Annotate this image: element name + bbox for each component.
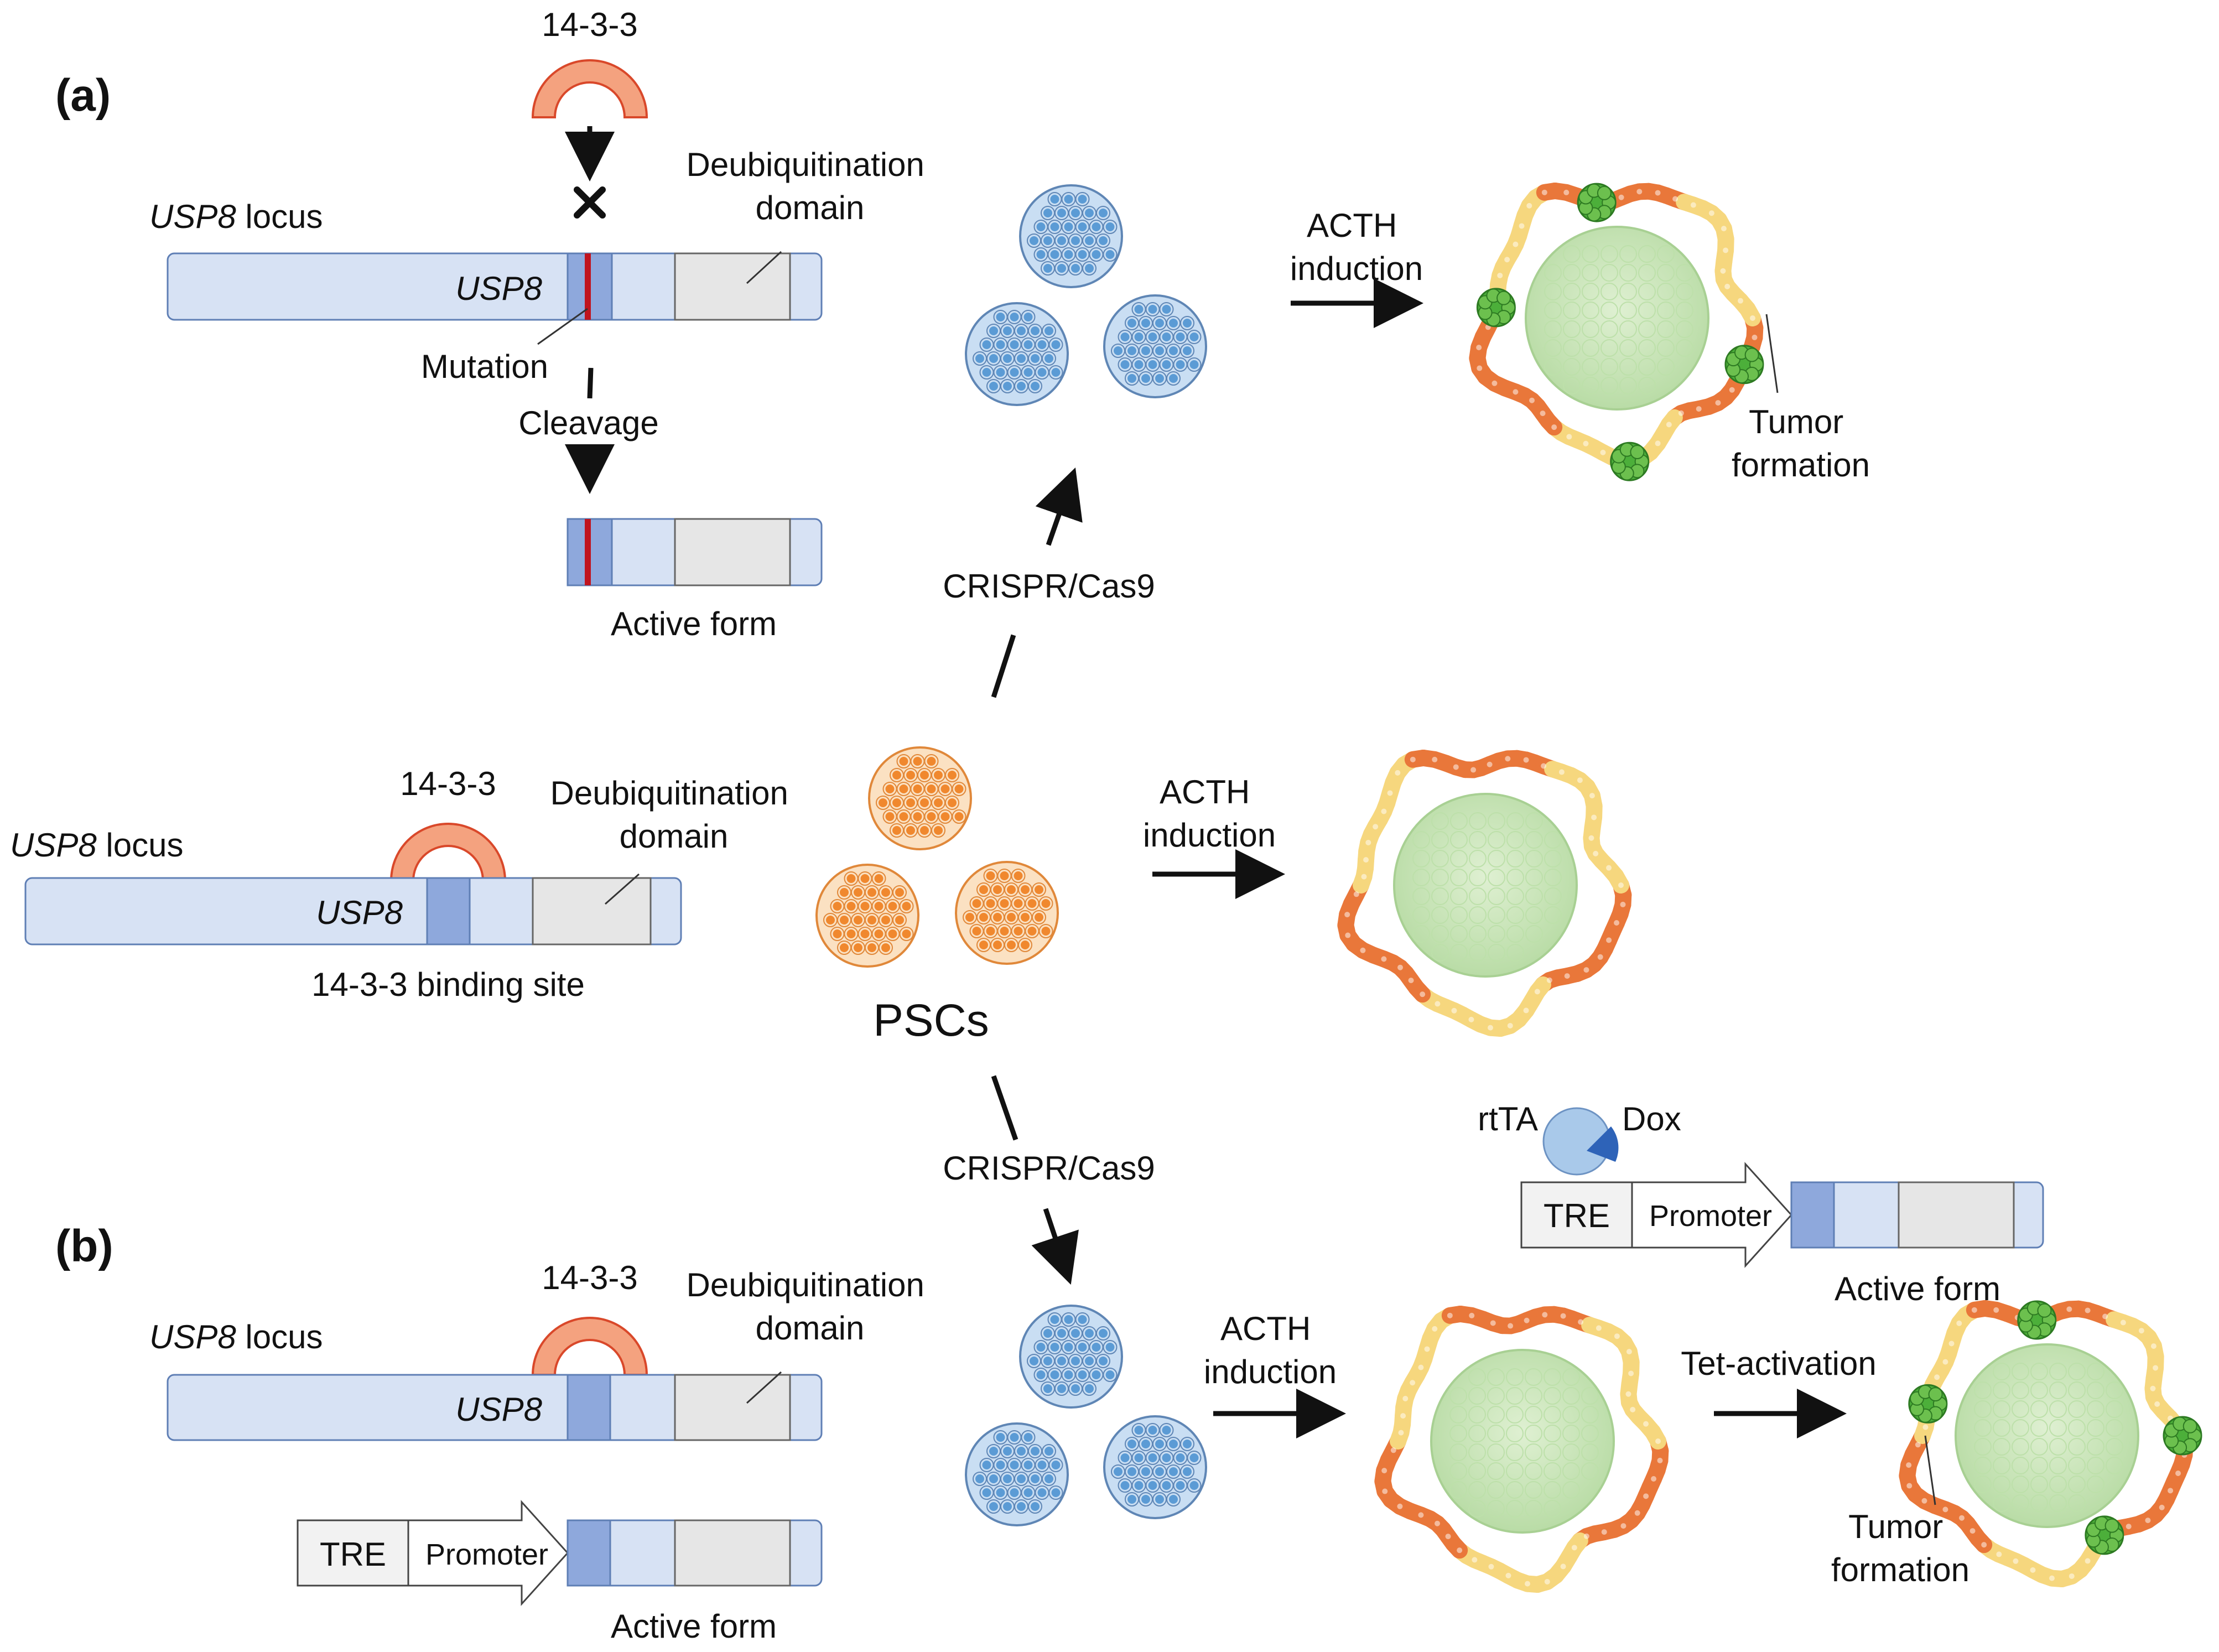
tumor-label-a: Tumor formation [1732, 403, 1870, 484]
cell-cluster [1020, 185, 1122, 287]
organoid-tumor-a [1476, 184, 1763, 480]
deubiquitination-domain-b [675, 1375, 790, 1440]
usp8-locus-label-b: USP8 locus [149, 1318, 323, 1355]
cell-cluster [1104, 1416, 1206, 1518]
tumor-mass [1578, 184, 1615, 221]
tumor-mass [1726, 346, 1763, 383]
tumor-mass [1909, 1385, 1947, 1422]
tre-label-right: TRE [1544, 1197, 1610, 1234]
gene-label-middle: USP8 [316, 894, 403, 931]
crispr-label-b: CRISPR/Cas9 [943, 1150, 1155, 1187]
pscs-label: PSCs [873, 995, 989, 1046]
organoid-normal-b [1381, 1312, 1662, 1586]
cell-cluster [1020, 1306, 1122, 1407]
promoter-label-right: Promoter [1649, 1199, 1772, 1233]
protein-label-b: 14-3-3 [542, 1259, 637, 1296]
cell-cluster [956, 862, 1058, 964]
mutation-label: Mutation [421, 348, 548, 385]
protein-label-middle: 14-3-3 [400, 765, 496, 802]
domain-label-a: Deubiquitination domain [687, 146, 934, 226]
tumor-mass [2164, 1417, 2201, 1454]
tumor-mass [2086, 1516, 2123, 1554]
organoid-normal [1344, 756, 1625, 1030]
cleavage-arrow-top [590, 368, 591, 398]
crispr-arrow-a-bottom [994, 635, 1014, 697]
tumor-mass [2018, 1301, 2056, 1339]
tumor-pointer-a [1766, 314, 1778, 393]
psc-clusters [817, 747, 1058, 967]
protein-label-a: 14-3-3 [542, 6, 637, 43]
edited-cell-clusters-b [966, 1306, 1206, 1525]
tre-label-b: TRE [320, 1536, 386, 1573]
active-form-label-a: Active form [611, 605, 777, 642]
usp8-locus-label-middle: USP8 locus [10, 827, 184, 864]
block-x-icon [577, 190, 602, 215]
protein-14-3-3-b [533, 1318, 647, 1375]
crispr-arrow-a-top [1048, 477, 1072, 545]
deubiquitination-domain-middle [533, 878, 651, 944]
binding-site-middle [427, 878, 470, 944]
rtta-label: rtTA [1478, 1100, 1538, 1137]
tumor-mass [1611, 443, 1649, 480]
active-form-bar-a [568, 519, 822, 585]
active-form-label-right: Active form [1835, 1270, 2000, 1307]
usp8-locus-label-a: USP8 locus [149, 198, 323, 235]
gene-label-b: USP8 [455, 1391, 542, 1428]
cell-cluster [1104, 295, 1206, 397]
acth-label-middle: ACTH induction [1143, 773, 1276, 854]
cell-cluster [869, 747, 971, 849]
cleavage-label: Cleavage [518, 404, 659, 441]
binding-site-b [568, 1375, 610, 1440]
tet-activation-label: Tet-activation [1681, 1345, 1877, 1382]
dox-label: Dox [1622, 1100, 1681, 1137]
active-form-label-b: Active form [611, 1608, 777, 1645]
panel-a-label: (a) [55, 70, 111, 121]
tumor-label-b: Tumor formation [1831, 1508, 1969, 1588]
gene-label-a: USP8 [455, 270, 542, 307]
crispr-arrow-b-top [994, 1076, 1016, 1140]
cell-cluster [817, 865, 918, 967]
panel-b-label: (b) [55, 1221, 113, 1271]
tumor-mass [1477, 289, 1515, 326]
acth-label-b: ACTH induction [1204, 1310, 1337, 1390]
edited-cell-clusters-a [966, 185, 1206, 405]
cell-cluster [966, 303, 1068, 405]
promoter-label-b: Promoter [425, 1538, 548, 1571]
domain-label-b: Deubiquitination domain [687, 1266, 934, 1347]
protein-14-3-3-middle [391, 824, 505, 881]
crispr-label-a: CRISPR/Cas9 [943, 568, 1155, 605]
domain-label-middle: Deubiquitination domain [550, 775, 798, 855]
deubiquitination-domain-a [675, 253, 790, 320]
acth-label-a: ACTH induction [1290, 207, 1423, 287]
crispr-arrow-b-bottom [1046, 1209, 1068, 1275]
protein-14-3-3-a [533, 60, 647, 117]
cell-cluster [966, 1424, 1068, 1525]
binding-site-label: 14-3-3 binding site [311, 966, 585, 1003]
